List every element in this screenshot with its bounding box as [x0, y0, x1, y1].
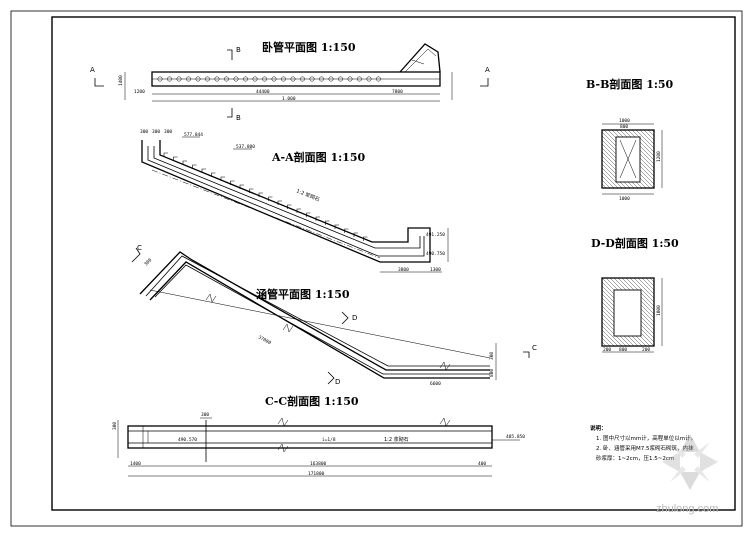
- cc-dim-v1: 300: [112, 422, 118, 430]
- wolguan-dim-total: 1.000: [282, 96, 296, 102]
- section-aa-view: A-A剖面图 1:150 300 300 300 577.844 537.800…: [140, 129, 449, 273]
- watermark-logo-icon: [662, 434, 718, 490]
- aa-dim-1: 300: [140, 129, 148, 135]
- section-label-a-left: A: [90, 66, 95, 74]
- notes-item-3: 砂浆厚：1~2cm，压1.5~2cm: [596, 454, 674, 462]
- plan-hanguan-view: 涵管平面图 1:150 C C D D 300 37000 6600 300 8…: [131, 244, 537, 387]
- plan-wolguan-title: 卧管平面图 1:150: [262, 40, 356, 54]
- section-label-d-bottom: D: [335, 378, 340, 386]
- border-inner: [51, 16, 736, 511]
- notes-block: 说明： 1. 图中尺寸以mm计，高程单位以m计。 2. 卧、涵管采用M7.5浆砌…: [590, 424, 696, 462]
- section-bb-title: B-B剖面图 1:50: [586, 77, 674, 91]
- hg-dim-end: 6600: [430, 381, 441, 387]
- dd-outer: [601, 277, 655, 347]
- watermark: zhulong.com: [656, 434, 718, 515]
- cc-dim-right: 400: [478, 461, 486, 467]
- cc-dim-left: 1400: [130, 461, 141, 467]
- watermark-text: zhulong.com: [656, 503, 718, 515]
- cc-dim-mid: 163800: [310, 461, 327, 467]
- bb-dim-inner: 800: [620, 124, 628, 130]
- section-marker-b-bottom: [227, 108, 233, 118]
- section-dd-view: D-D剖面图 1:50 200 800 200 1000: [591, 236, 679, 353]
- aa-elev-bottom-2: 490.750: [426, 251, 445, 257]
- section-marker-a-right: [480, 78, 489, 87]
- bb-dim-bottom: 1000: [619, 196, 630, 202]
- cc-body: [127, 425, 493, 449]
- cc-pipe-label: 1:2 浆砌石: [384, 436, 409, 443]
- dd-dim-2: 800: [619, 347, 627, 353]
- dd-dim-right: 1000: [656, 305, 662, 316]
- notes-item-1: 1. 图中尺寸以mm计，高程单位以m计。: [596, 434, 696, 442]
- wolguan-dim-right: 7800: [392, 89, 403, 95]
- wolguan-dim-left: 1200: [134, 89, 145, 95]
- section-label-b-top: B: [236, 46, 241, 54]
- section-marker-b-top: [227, 49, 233, 60]
- section-label-c-right: C: [532, 344, 537, 352]
- hg-dim-1: 300: [143, 257, 153, 267]
- section-cc-view: C-C剖面图 1:150 300 490.570 i=1/8 1:2 浆砌石 4…: [112, 394, 525, 477]
- section-label-a-right: A: [485, 66, 490, 74]
- cc-dim-top: 300: [201, 412, 209, 418]
- hg-dim-w2: 800: [489, 369, 495, 377]
- border-outer: [10, 10, 743, 527]
- section-dd-title: D-D剖面图 1:50: [591, 236, 679, 250]
- aa-dim-3: 300: [164, 129, 172, 135]
- wolguan-dim-length: 44400: [256, 89, 270, 95]
- plan-wolguan-view: 卧管平面图 1:150 A A B B 44400 7800 1200 1.00…: [90, 40, 490, 122]
- hg-dim-w1: 300: [489, 352, 495, 360]
- notes-heading: 说明：: [590, 424, 607, 432]
- aa-dim-2: 300: [152, 129, 160, 135]
- dd-dim-1: 200: [603, 347, 611, 353]
- bb-dim-top: 1000: [619, 118, 630, 124]
- section-label-c-left: C: [137, 244, 142, 252]
- cc-slope: i=1/8: [322, 437, 336, 443]
- dd-dim-3: 200: [642, 347, 650, 353]
- aa-steps: [163, 152, 368, 241]
- aa-elev-bottom-1: 491.250: [426, 232, 445, 238]
- section-marker-a-left: [94, 78, 104, 87]
- wolguan-holes: [157, 76, 381, 82]
- hg-dim-len: 37000: [257, 334, 272, 346]
- section-label-d-top: D: [352, 314, 357, 322]
- bb-dim-right: 1200: [656, 151, 662, 162]
- section-label-b-bottom: B: [236, 114, 241, 122]
- cc-elev-left: 490.570: [178, 437, 197, 443]
- aa-dim-bottom-2: 1300: [430, 267, 441, 273]
- notes-item-2: 2. 卧、涵管采用M7.5浆砌石砌筑，内抹: [596, 444, 694, 452]
- aa-dim-bottom-1: 3800: [398, 267, 409, 273]
- plan-hanguan-title: 涵管平面图 1:150: [256, 287, 350, 301]
- section-bb-view: B-B剖面图 1:50 1000 800 1000 1200: [586, 77, 674, 202]
- wolguan-dim-height: 1400: [118, 75, 124, 86]
- aa-elev-top: 577.844: [184, 132, 203, 138]
- section-aa-title: A-A剖面图 1:150: [271, 150, 365, 164]
- aa-elev-step: 537.800: [236, 144, 255, 150]
- section-cc-title: C-C剖面图 1:150: [265, 394, 359, 408]
- cc-dim-total: 171800: [308, 471, 325, 477]
- cc-elev-right: 485.850: [506, 434, 525, 440]
